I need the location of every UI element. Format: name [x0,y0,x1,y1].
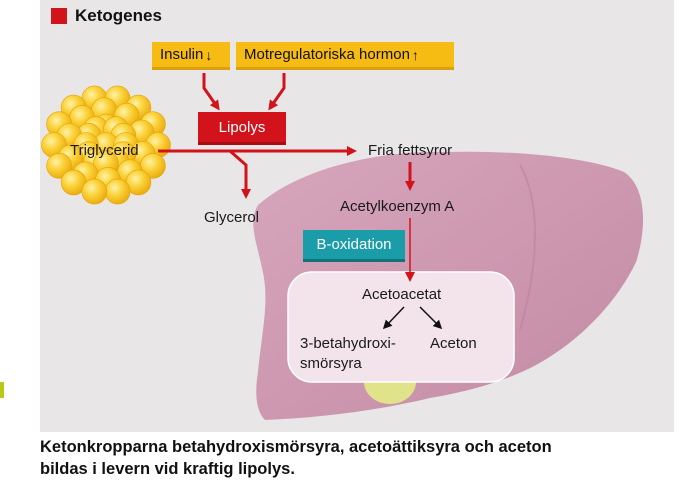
hormones-box: Motregulatoriska hormon ↑ [236,42,454,70]
diagram-title: Ketogenes [51,6,162,26]
betahydroxi-label-line2: smörsyra [300,355,362,372]
arrow-down-icon: ↓ [205,46,213,63]
b-oxidation-box: B-oxidation [303,230,405,262]
betahydroxi-label-line1: 3-betahydroxi- [300,335,396,352]
b-oxidation-label: B-oxidation [316,236,392,253]
arrow-up-icon: ↑ [411,46,419,63]
triglycerid-label: Triglycerid [70,142,139,159]
title-text: Ketogenes [75,6,162,25]
figure-caption: Ketonkropparna betahydroxismörsyra, acet… [40,436,680,480]
arrow-insulin-lipolys [202,73,220,111]
hormones-label: Motregulatoriska hormon [244,46,410,63]
arrow-to-glycerol [229,149,251,199]
acetylkoenzym-label: Acetylkoenzym A [340,198,455,215]
fria-fettsyror-label: Fria fettsyror [368,142,453,159]
arrow-hormones-lipolys [268,73,286,111]
fat-cell-cluster [41,85,171,205]
liver-shape [253,151,644,421]
arrow-to-betahydroxi [382,306,405,330]
lipolys-label: Lipolys [218,118,266,136]
acetoacetat-label: Acetoacetat [362,286,442,303]
fat-droplet [46,153,72,179]
side-marker [0,382,4,398]
fat-droplet [81,178,108,205]
caption-line-2: bildas i levern vid kraftig lipolys. [40,460,295,478]
aceton-label: Aceton [430,335,477,352]
arrow-to-aceton [419,306,443,330]
title-marker [51,8,67,24]
ketone-box [287,271,515,383]
lipolys-box: Lipolys [198,112,286,145]
glycerol-label: Glycerol [204,209,260,226]
insulin-label: Insulin [160,46,204,63]
caption-line-1: Ketonkropparna betahydroxismörsyra, acet… [40,438,552,456]
insulin-box: Insulin ↓ [152,42,230,70]
fat-droplet [104,178,131,205]
